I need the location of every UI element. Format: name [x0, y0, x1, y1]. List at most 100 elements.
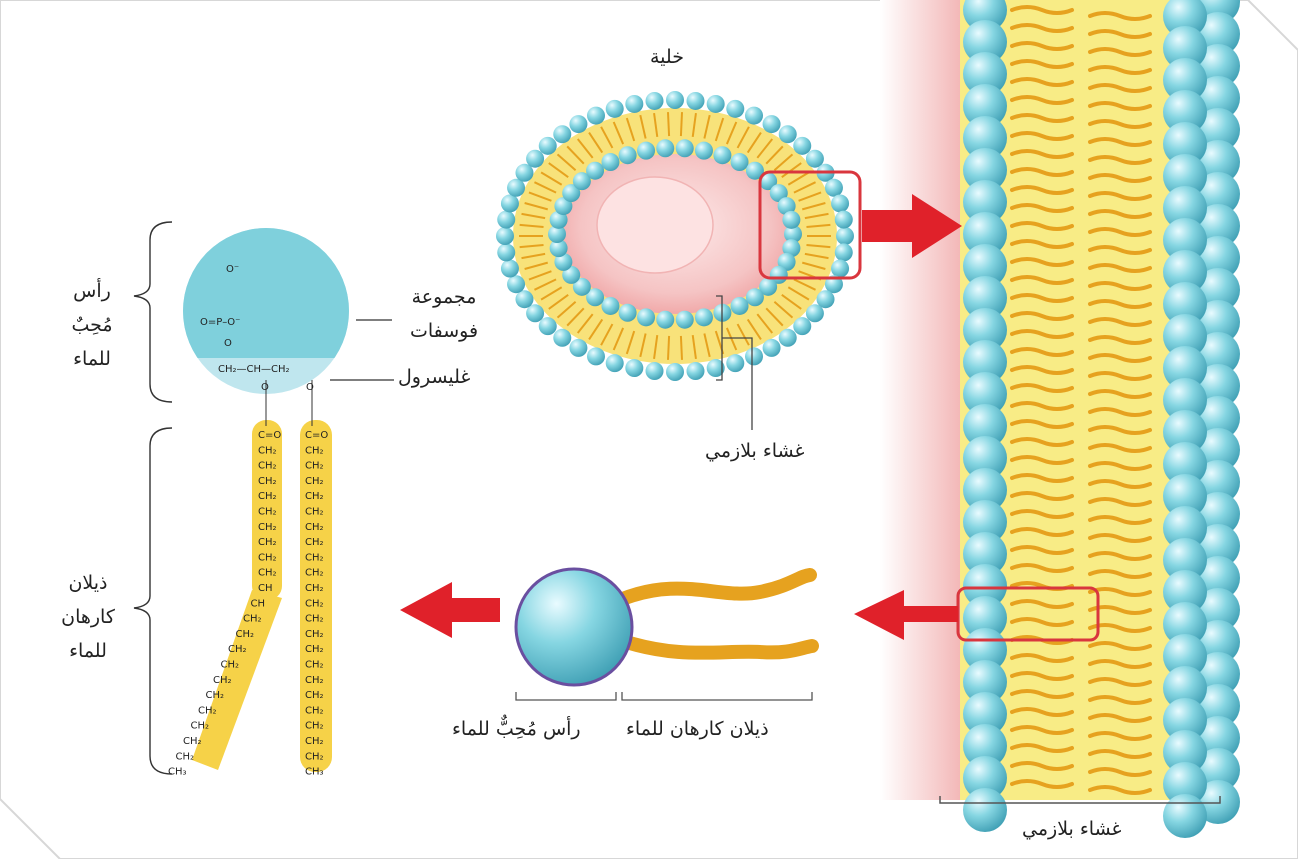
- chem-group: CH₃: [305, 767, 324, 778]
- chem-group: CH: [258, 583, 273, 594]
- extracellular-shading: [880, 0, 960, 800]
- hydrophobic-tails-small-label: ذيلان كارهان للماء: [626, 718, 769, 740]
- chem-o-bottom: O: [224, 338, 232, 349]
- cell-head: [501, 194, 519, 212]
- tail-right: [300, 420, 332, 772]
- cell-head: [695, 308, 713, 326]
- cell-tail: [681, 112, 682, 136]
- membrane-heads-left: [963, 0, 1007, 832]
- phosphate-label-line-2: فوسفات: [398, 314, 490, 348]
- chem-group: CH₂: [305, 598, 324, 609]
- cell-head: [746, 288, 764, 306]
- nucleus: [597, 177, 713, 273]
- chem-group: CH₂: [191, 721, 210, 732]
- cell-head: [831, 260, 849, 278]
- cell-head: [825, 179, 843, 197]
- cell-head: [606, 354, 624, 372]
- chem-carbonyl: C=O: [305, 430, 328, 441]
- membrane-cross-section: [880, 0, 1240, 838]
- hydrophilic-head-small-label: رأس مُحِبٌّ للماء: [452, 718, 581, 740]
- cell-head: [539, 137, 557, 155]
- chem-group: CH₂: [305, 552, 324, 563]
- cell-head: [601, 153, 619, 171]
- cell-head: [676, 311, 694, 329]
- cell-head: [666, 91, 684, 109]
- cell-head: [601, 297, 619, 315]
- chem-group: CH₂: [258, 552, 277, 563]
- chem-group: CH₂: [305, 476, 324, 487]
- cell-head: [625, 359, 643, 377]
- head-sphere: [1163, 794, 1207, 838]
- chem-group: CH₂: [236, 629, 255, 640]
- chem-group: CH₂: [198, 705, 217, 716]
- cell-head: [606, 100, 624, 118]
- phosphate-group-label: مجموعة فوسفات: [398, 280, 490, 348]
- cell-head: [507, 275, 525, 293]
- cell-head: [713, 146, 731, 164]
- cell-head: [676, 139, 694, 157]
- chem-o-minus: O⁻: [226, 264, 239, 275]
- chem-group: CH₂: [305, 583, 324, 594]
- tails-label-line-1: ذيلان: [48, 566, 128, 600]
- plasma-membrane-label-bottom: غشاء بلازمي: [1022, 818, 1121, 840]
- chem-group: CH₂: [213, 675, 232, 686]
- cell-tail: [681, 336, 682, 360]
- chem-group: CH₂: [258, 476, 277, 487]
- cell-head: [745, 347, 763, 365]
- plasma-membrane-label-top: غشاء بلازمي: [705, 440, 804, 462]
- chem-carbonyl: C=O: [258, 430, 281, 441]
- chem-group: CH₂: [305, 491, 324, 502]
- cell-head: [637, 308, 655, 326]
- chem-group: CH₂: [305, 522, 324, 533]
- hydrophobic-tails-label: ذيلان كارهان للماء: [48, 566, 128, 668]
- cell-head: [625, 95, 643, 113]
- hydrophilic-head: [516, 569, 632, 685]
- cell-head: [553, 329, 571, 347]
- cell-head: [619, 146, 637, 164]
- chem-group: CH₂: [305, 736, 324, 747]
- chem-glycerol-row: CH₂—CH—CH₂: [218, 364, 290, 375]
- chem-group: CH₂: [305, 568, 324, 579]
- cell-head: [782, 211, 800, 229]
- cell-head: [587, 347, 605, 365]
- chem-ester-o-left: O: [261, 382, 269, 393]
- cell-tail: [668, 112, 669, 136]
- cell-head: [646, 92, 664, 110]
- chem-group: CH₂: [305, 537, 324, 548]
- glycerol-label: غليسرول: [398, 366, 470, 388]
- chem-phosphate-row: O=P–O⁻: [200, 317, 240, 328]
- cell-head: [666, 363, 684, 381]
- chem-group: CH₂: [258, 491, 277, 502]
- chem-ester-o-right: O: [306, 382, 314, 393]
- head-sphere: [963, 788, 1007, 832]
- cell-tail: [668, 336, 669, 360]
- hydrophilic-head-label: رأس مُحِبٌ للماء: [56, 274, 128, 376]
- cell-head: [637, 142, 655, 160]
- cell-head: [793, 137, 811, 155]
- tails-label-line-3: للماء: [48, 634, 128, 668]
- cell-label: خلية: [650, 46, 684, 68]
- chem-group: CH₂: [258, 461, 277, 472]
- head-label-line-1: رأس: [56, 274, 128, 308]
- cell-head: [836, 227, 854, 245]
- chem-group: CH₂: [176, 751, 195, 762]
- cell-head: [835, 243, 853, 261]
- chem-group: CH₂: [228, 644, 247, 655]
- cell-head: [646, 362, 664, 380]
- cell-head: [779, 329, 797, 347]
- chem-group: CH₂: [305, 721, 324, 732]
- chem-group: CH₂: [258, 445, 277, 456]
- cell-head: [726, 354, 744, 372]
- cell-head: [745, 107, 763, 125]
- phosphate-label-line-1: مجموعة: [398, 280, 490, 314]
- chem-group: CH₂: [258, 568, 277, 579]
- tails-label-line-2: كارهان: [48, 600, 128, 634]
- cell-head: [726, 100, 744, 118]
- chem-group: CH₂: [258, 507, 277, 518]
- cell-head: [779, 125, 797, 143]
- cell-head: [686, 362, 704, 380]
- chem-group: CH₂: [305, 629, 324, 640]
- cell-head: [619, 304, 637, 322]
- cell-head: [497, 211, 515, 229]
- chem-group: CH₂: [305, 660, 324, 671]
